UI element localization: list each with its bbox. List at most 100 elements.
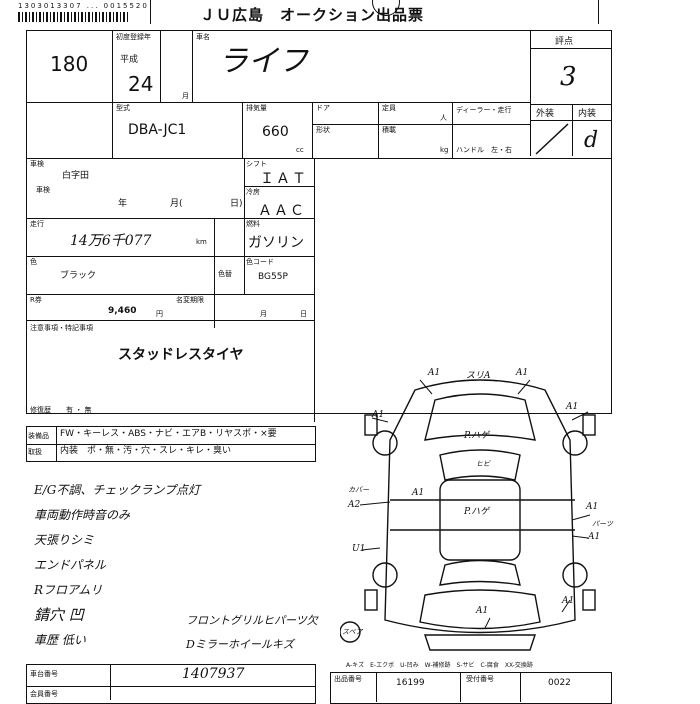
- capacity-unit: 人: [440, 114, 447, 122]
- mark-left-door: A1: [412, 488, 425, 498]
- repair-label: 修復歴: [30, 406, 51, 414]
- mark-roof: P.ハゲ: [464, 507, 490, 517]
- shift-value: ＩＡＴ: [260, 171, 308, 187]
- barcode: [18, 12, 128, 22]
- score: 3: [560, 62, 577, 92]
- mark-windshield: ヒビ: [476, 460, 490, 468]
- equipment-label-2: 取扱: [28, 448, 42, 456]
- notes-text: スタッドレスタイヤ: [118, 347, 244, 363]
- color-label: 色: [30, 258, 37, 266]
- interior-label: 内装: [578, 109, 597, 119]
- footer-left-box: [26, 664, 316, 704]
- load-unit: kg: [440, 146, 449, 154]
- car-name: ライフ: [218, 44, 308, 79]
- inspection-month-label: 月(: [170, 199, 183, 209]
- mark-right-label: パーツ: [592, 520, 613, 528]
- score-label: 評点: [555, 37, 574, 47]
- door-label: ドア: [316, 104, 330, 112]
- auction-title: ＪＵ広島 オークション出品票: [200, 6, 425, 24]
- seat-label: 受付番号: [466, 675, 494, 683]
- color-code: BG55P: [258, 272, 288, 282]
- car-damage-diagram: [340, 379, 596, 651]
- aircon-label: 冷房: [246, 188, 260, 196]
- first-registration-label: 初度登録年: [116, 33, 151, 41]
- displacement-label: 排気量: [246, 104, 267, 112]
- inspection-value: 白字田: [62, 171, 90, 181]
- mark-left-front-fender: A1: [372, 410, 385, 420]
- auction-no-label: 出品番号: [334, 675, 362, 683]
- mark-left-label: カバー: [348, 486, 369, 494]
- mark-front-a1-left: A1: [428, 368, 441, 378]
- car-name-label: 車名: [196, 33, 210, 41]
- equipment-label-1: 装備品: [28, 432, 49, 440]
- notes-label: 注意事項・特記事項: [30, 324, 93, 332]
- deadline-day: 日: [300, 310, 307, 318]
- mileage-label: 走行: [30, 220, 44, 228]
- note-line: 錆穴 凹: [34, 606, 84, 624]
- inspection-year-label: 年: [118, 199, 128, 209]
- inspection-date-label: 車検: [36, 186, 50, 194]
- lot-number: 180: [50, 52, 89, 76]
- chassis-number: 1407937: [182, 666, 245, 682]
- damage-legend: A-キズ E-エクボ U-凹み W-補修跡 S-サビ C-腐食 XX-交換跡: [346, 662, 533, 669]
- registration-year: 24: [128, 72, 154, 96]
- displacement: 660: [262, 124, 289, 140]
- repair-value: 有 ・ 無: [66, 406, 92, 414]
- note-line: E/G不調、チェックランプ点灯: [34, 483, 201, 497]
- month-label: 月: [182, 92, 189, 100]
- inspection-label: 車検: [30, 160, 44, 168]
- deadline-month: 月: [260, 310, 267, 318]
- mark-front-center: スリA: [466, 371, 491, 381]
- color-code-label: 色コード: [246, 258, 274, 266]
- note-line: 車歴 低い: [34, 633, 86, 647]
- mileage: 14万6千077: [70, 233, 152, 249]
- mark-right-a1-1: A1: [586, 502, 599, 512]
- fuel: ガソリン: [248, 235, 304, 251]
- mark-spare: スペア: [342, 628, 363, 636]
- color-replace-label: 色替: [218, 270, 232, 278]
- fuel-label: 燃料: [246, 220, 260, 228]
- equipment-line-2: 内装 ポ・無・汚・穴・スレ・キレ・臭い: [60, 446, 232, 456]
- inspection-day-label: 日): [230, 199, 243, 209]
- era: 平成: [120, 55, 139, 65]
- mark-left-u1: U1: [352, 544, 366, 554]
- mark-hood: P.ハゲ: [464, 431, 490, 441]
- header-strip: 1303013307 ... 0015520 ＪＵ広島 オークション出品票: [0, 0, 700, 26]
- deadline-label: 名変期限: [176, 296, 204, 304]
- exterior-slash: [535, 123, 569, 155]
- handwritten-notes: E/G不調、チェックランプ点灯 車両動作時音のみ 天張りシミ エンドパネル Rフ…: [34, 478, 200, 653]
- recycle-amount: 9,460: [108, 306, 137, 316]
- mark-right-front-fender: A1: [566, 402, 579, 412]
- exterior-label: 外装: [536, 109, 555, 119]
- recycle-label: R券: [30, 296, 42, 304]
- equipment-line-1: FW・キーレス・ABS・ナビ・エアB・リヤスポ・×要: [60, 429, 277, 439]
- member-label: 会員番号: [30, 690, 58, 698]
- color: ブラック: [60, 271, 97, 281]
- seat-no: 0022: [548, 678, 571, 688]
- note-line: 天張りシミ: [34, 533, 95, 547]
- model-code: DBA-JC1: [128, 122, 187, 138]
- handwritten-right-1: フロントグリルヒパーツ欠: [186, 614, 318, 627]
- chassis-label: 車台番号: [30, 670, 58, 678]
- mark-right-a1-2: A1: [588, 532, 601, 542]
- shape-label: 形状: [316, 126, 330, 134]
- handwritten-right-2: Dミラーホイールキズ: [186, 638, 294, 651]
- aircon-value: ＡＡＣ: [258, 203, 306, 219]
- note-line: エンドパネル: [34, 558, 107, 572]
- capacity-label: 定員: [382, 104, 396, 112]
- note-line: 車両動作時音のみ: [34, 508, 131, 522]
- load-label: 積載: [382, 126, 396, 134]
- mileage-unit: km: [196, 238, 207, 246]
- sheet-frame: [26, 30, 612, 414]
- dealer-label: ディーラー・走行: [456, 106, 512, 114]
- interior-grade: d: [584, 128, 599, 153]
- barcode-digits: 1303013307 ... 0015520: [18, 2, 149, 10]
- recycle-unit: 円: [156, 310, 163, 318]
- mark-right-a1-3: A1: [562, 596, 575, 606]
- mark-left-a2: A2: [348, 500, 361, 510]
- note-line: Rフロアムリ: [34, 583, 103, 597]
- handle-label: ハンドル 左・右: [456, 146, 512, 154]
- model-label: 型式: [116, 104, 130, 112]
- shift-label: シフト: [246, 160, 267, 168]
